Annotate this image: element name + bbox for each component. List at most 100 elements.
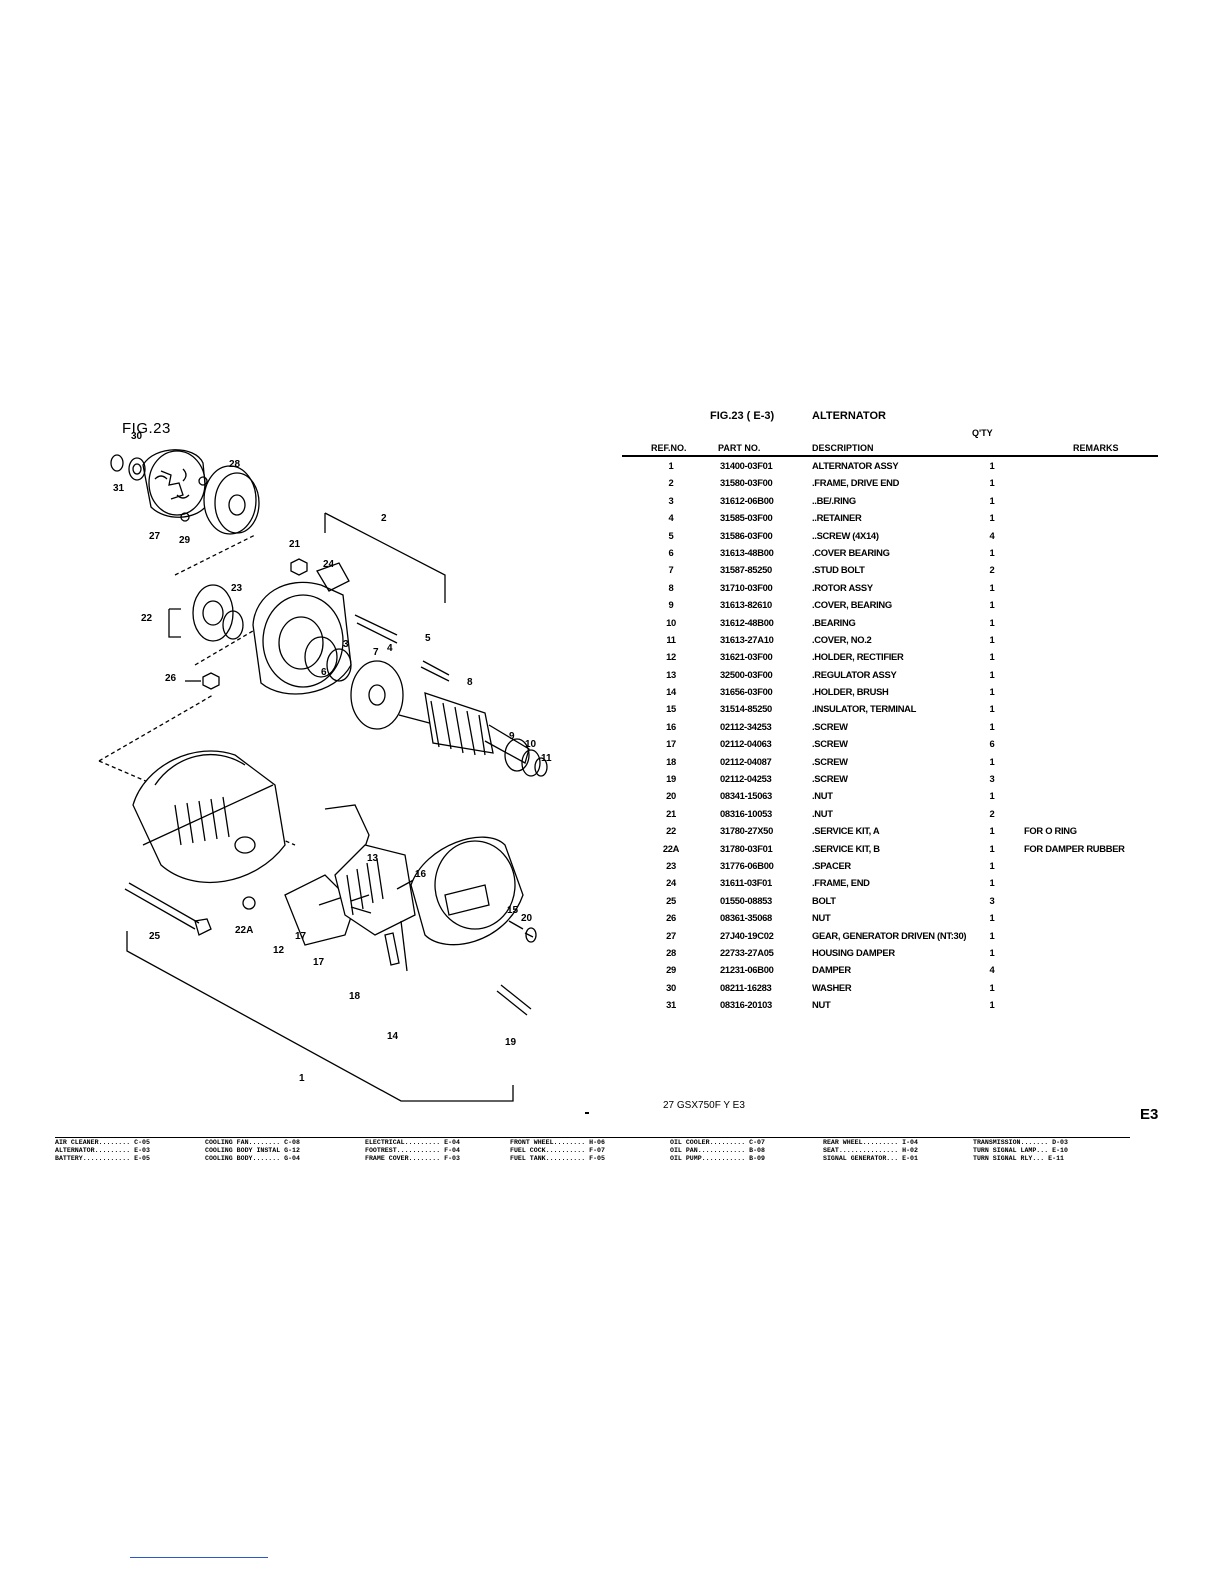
index-entry[interactable]: FOOTREST........... F-04	[365, 1147, 460, 1154]
index-entry[interactable]: BATTERY............ E-05	[55, 1155, 150, 1162]
ref-no-cell: 9	[668, 599, 674, 611]
ref-no-cell: 12	[666, 651, 676, 663]
part-no-cell: 31613-27A10	[720, 633, 774, 645]
description-cell: .SPACER	[812, 859, 851, 871]
ref-no-cell: 20	[666, 790, 676, 802]
index-entry[interactable]: TRANSMISSION....... D-03	[973, 1139, 1068, 1146]
callout-26: 26	[165, 673, 177, 684]
part-no-cell: 31621-03F00	[720, 651, 773, 663]
ref-no-cell: 3	[668, 494, 674, 506]
index-entry[interactable]: TURN SIGNAL LAMP... E-10	[973, 1147, 1068, 1154]
index-entry[interactable]: AIR CLEANER........ C-05	[55, 1139, 150, 1146]
part-no-cell: 02112-34253	[720, 720, 772, 732]
part-no-cell: 31587-85250	[720, 564, 772, 576]
index-entry[interactable]: OIL COOLER......... C-07	[670, 1139, 765, 1146]
callout-4: 4	[387, 643, 393, 654]
index-entry[interactable]: ALTERNATOR......... E-03	[55, 1147, 150, 1154]
index-entry[interactable]: OIL PUMP........... B-09	[670, 1155, 765, 1162]
description-cell: DAMPER	[812, 964, 851, 976]
ref-no-cell: 23	[666, 859, 676, 871]
callout-8: 8	[467, 677, 473, 688]
ref-no-cell: 28	[666, 946, 676, 958]
callout-12: 12	[273, 945, 285, 956]
description-cell: ..BE/.RING	[812, 494, 856, 506]
description-cell: ..RETAINER	[812, 512, 862, 524]
index-entry[interactable]: SIGNAL GENERATOR... E-01	[823, 1155, 918, 1162]
qty-cell: 1	[989, 720, 995, 732]
ref-no-cell: 16	[666, 720, 676, 732]
part-no-cell: 31586-03F00	[720, 529, 773, 541]
part-no-header: PART NO.	[718, 443, 761, 453]
index-entry[interactable]: OIL PAN............ B-08	[670, 1147, 765, 1154]
part-no-cell: 31613-48B00	[720, 546, 774, 558]
qty-cell: 4	[989, 964, 995, 976]
description-cell: .INSULATOR, TERMINAL	[812, 703, 917, 715]
ref-no-cell: 25	[666, 894, 676, 906]
part-no-cell: 31580-03F00	[720, 477, 773, 489]
part-no-cell: 02112-04087	[720, 755, 772, 767]
description-cell: .FRAME, DRIVE END	[812, 477, 900, 489]
description-cell: .ROTOR ASSY	[812, 581, 873, 593]
index-entry[interactable]: COOLING FAN........ C-08	[205, 1139, 300, 1146]
index-entry[interactable]: SEAT............... H-02	[823, 1147, 918, 1154]
index-entry[interactable]: ELECTRICAL......... E-04	[365, 1139, 460, 1146]
part-no-cell: 31780-27X50	[720, 825, 774, 837]
part-no-cell: 08316-10053	[720, 807, 772, 819]
callout-28: 28	[229, 459, 241, 470]
index-entry[interactable]: FUEL COCK.......... F-07	[510, 1147, 605, 1154]
callout-5: 5	[425, 633, 431, 644]
qty-cell: 2	[989, 564, 995, 576]
index-entry[interactable]: COOLING BODY....... G-04	[205, 1155, 300, 1162]
ref-no-cell: 7	[668, 564, 674, 576]
qty-cell: 1	[989, 825, 995, 837]
ref-no-cell: 27	[666, 929, 676, 941]
index-entry[interactable]: FRONT WHEEL........ H-06	[510, 1139, 605, 1146]
qty-cell: 1	[989, 790, 995, 802]
index-entry[interactable]: TURN SIGNAL RLY... E-11	[973, 1155, 1065, 1162]
index-entry[interactable]: FRAME COVER........ F-03	[365, 1155, 460, 1162]
qty-cell: 6	[989, 738, 995, 750]
callout-29: 29	[179, 535, 191, 546]
index-rule	[55, 1137, 1130, 1138]
description-cell: NUT	[812, 999, 831, 1011]
part-no-cell: 21231-06B00	[720, 964, 774, 976]
part-no-cell: 31776-06B00	[720, 859, 774, 871]
callout-19: 19	[505, 1037, 517, 1048]
qty-cell: 1	[989, 477, 995, 489]
qty-cell: 1	[989, 668, 995, 680]
ref-no-cell: 24	[666, 877, 676, 889]
callout-17-b: 17	[313, 957, 325, 968]
callout-18: 18	[349, 991, 361, 1002]
index-entry[interactable]: REAR WHEEL......... I-04	[823, 1139, 918, 1146]
ref-no-cell: 4	[668, 512, 674, 524]
callout-14: 14	[387, 1031, 399, 1042]
page-code: E3	[1140, 1106, 1159, 1123]
ref-no-cell: 5	[668, 529, 674, 541]
description-cell: .FRAME, END	[812, 877, 870, 889]
description-cell: NUT	[812, 912, 831, 924]
index-entry[interactable]: COOLING BODY INSTAL G-12	[205, 1147, 300, 1154]
index-entry[interactable]: FUEL TANK.......... F-05	[510, 1155, 605, 1162]
qty-cell: 3	[989, 773, 995, 785]
remarks-header: REMARKS	[1073, 443, 1119, 453]
part-no-cell: 08316-20103	[720, 999, 772, 1011]
qty-cell: 1	[989, 929, 995, 941]
description-cell: WASHER	[812, 981, 852, 993]
part-no-cell: 31710-03F00	[720, 581, 773, 593]
callout-24: 24	[323, 559, 335, 570]
